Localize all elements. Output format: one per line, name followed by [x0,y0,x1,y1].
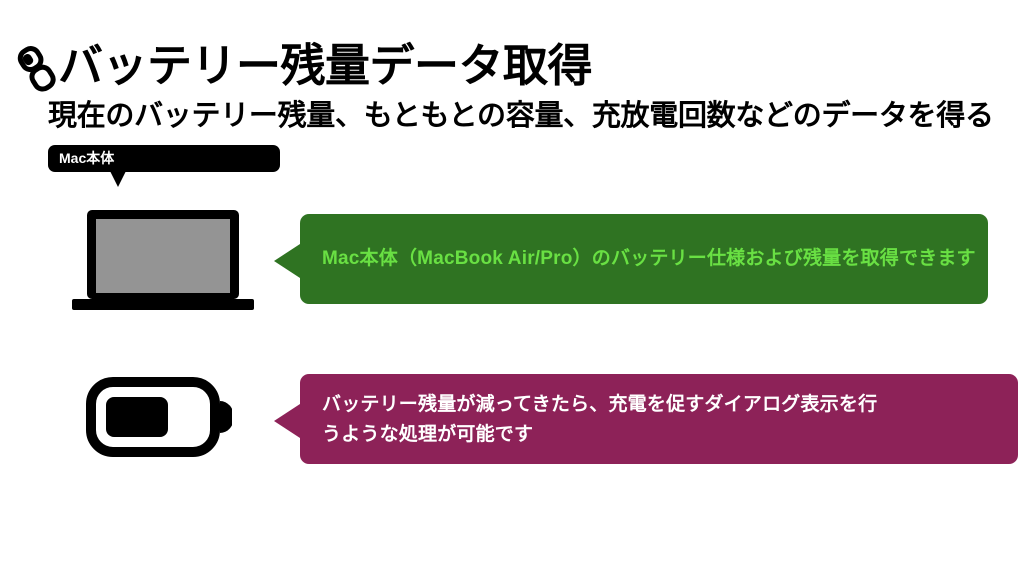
mac-battery-spec-banner: Mac本体（MacBook Air/Pro）のバッテリー仕様および残量を取得でき… [274,214,988,304]
mac-body-callout-bubble: Mac本体 [48,145,280,187]
battery-icon [86,374,234,460]
page-title-row: バッテリー残量データ取得 [16,38,593,94]
low-battery-dialog-banner: バッテリー残量が減ってきたら、充電を促すダイアログ表示を行 うような処理が可能で… [274,374,1018,464]
low-battery-dialog-banner-text: バッテリー残量が減ってきたら、充電を促すダイアログ表示を行 うような処理が可能で… [322,394,878,445]
laptop-icon [72,208,254,312]
page-title: バッテリー残量データ取得 [58,40,593,91]
battery-glyph-icon [16,44,60,92]
page-subtitle: 現在のバッテリー残量、もともとの容量、充放電回数などのデータを得る [48,100,994,132]
mac-battery-spec-banner-text: Mac本体（MacBook Air/Pro）のバッテリー仕様および残量を取得でき… [322,248,976,269]
callout-tail-icon [110,171,126,187]
banner-arrow-left-icon [274,404,300,438]
mac-body-callout-label: Mac本体 [59,150,115,166]
banner-arrow-left-icon [274,244,300,278]
